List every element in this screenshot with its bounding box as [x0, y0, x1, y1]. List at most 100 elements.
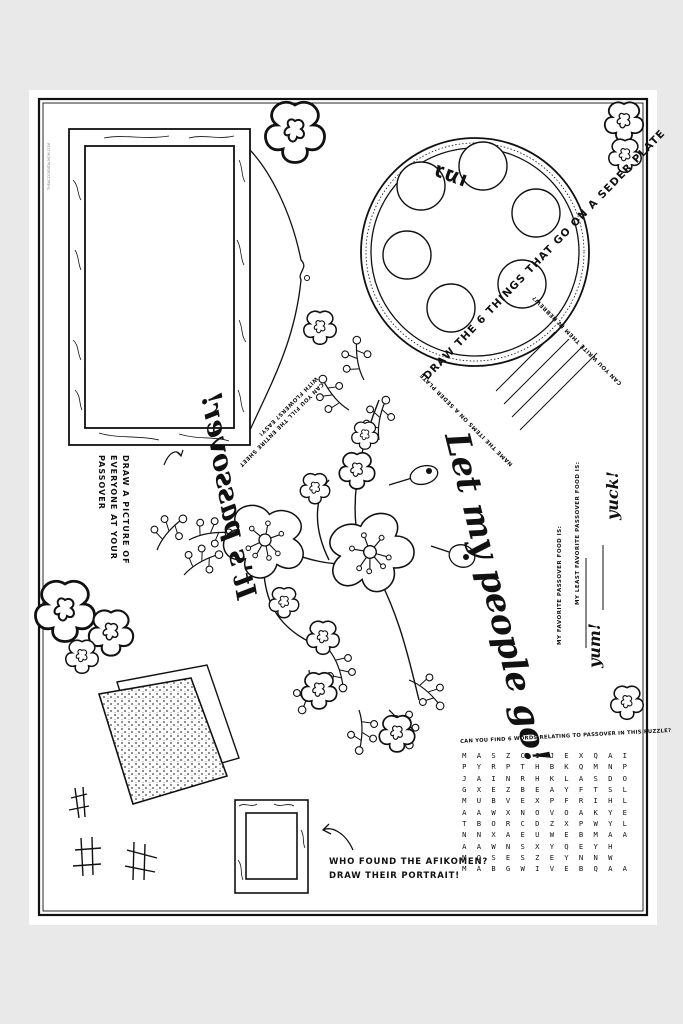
word-search-letter: Y — [564, 852, 569, 862]
favorite-food-label: MY FAVORITE PASSOVER FOOD IS: — [557, 525, 563, 645]
word-search-letter: T — [462, 818, 467, 828]
word-search-letter: F — [578, 785, 584, 795]
flower-mid — [303, 310, 337, 346]
word-search-letter: I — [491, 773, 496, 783]
word-search-letter: W — [593, 818, 598, 828]
word-search-letter: N — [608, 762, 613, 772]
word-search-letter: A — [549, 785, 555, 795]
word-search-letter: S — [520, 841, 525, 851]
word-search-letter: A — [608, 830, 613, 840]
word-search-letter: P — [578, 818, 584, 828]
word-search-letter: C — [520, 818, 525, 828]
word-search-letter: A — [578, 807, 584, 817]
word-search-letter: B — [520, 785, 525, 795]
word-search-letter: A — [476, 773, 482, 783]
word-search-letter: Z — [505, 785, 511, 795]
word-search-letter: G — [505, 864, 511, 874]
word-search-letter: B — [578, 864, 584, 874]
word-search-letter: Y — [608, 807, 613, 817]
word-search-letter: H — [535, 762, 540, 772]
word-search-letter: B — [578, 830, 584, 840]
word-search-letter: N — [520, 807, 525, 817]
word-search-letter: A — [476, 841, 482, 851]
word-search-letter: B — [476, 818, 482, 828]
word-search-letter: F — [564, 796, 569, 806]
word-search-letter: O — [491, 818, 496, 828]
word-search-letter: S — [593, 773, 598, 783]
word-search-letter: Q — [564, 841, 569, 851]
word-search-letter: Q — [593, 751, 598, 761]
flower-top — [264, 100, 326, 164]
word-search-letter: W — [608, 852, 613, 862]
passover-placemat: DRAW THE 6 THINGS THAT GO ON A SEDER PLA… — [29, 90, 672, 925]
least-favorite-food-label: MY LEAST FAVORITE PASSOVER FOOD IS: — [575, 461, 581, 605]
word-search-letter: T — [593, 785, 598, 795]
word-search-letter: Y — [549, 841, 555, 851]
word-search-letter: D — [535, 818, 540, 828]
word-search-letter: E — [564, 751, 569, 761]
flower-left-2 — [87, 609, 135, 657]
word-search-letter: J — [462, 773, 467, 783]
word-search-letter: E — [578, 841, 584, 851]
word-search-letter: Z — [505, 751, 511, 761]
word-search-letter: E — [520, 796, 525, 806]
afikomen-portrait-frame — [234, 799, 354, 894]
word-search-letter: D — [608, 773, 613, 783]
word-search-letter: X — [491, 830, 496, 840]
word-search-letter: V — [549, 807, 555, 817]
flower-left — [34, 579, 96, 643]
word-search-letter: I — [535, 864, 540, 874]
hebrew-writing-lines — [495, 331, 598, 431]
word-search-letter: Z — [535, 852, 540, 862]
word-search-letter: S — [520, 852, 525, 862]
word-search-letter: M — [462, 751, 467, 761]
word-search-letter: E — [622, 807, 627, 817]
word-search-letter: R — [491, 762, 496, 772]
word-search-letter: K — [564, 762, 569, 772]
word-search-letter: S — [491, 852, 496, 862]
word-search-letter: U — [476, 796, 482, 806]
word-search-letter: N — [505, 773, 511, 783]
word-search-letter: B — [549, 762, 555, 772]
word-search-letter: Y — [608, 818, 613, 828]
word-search-letter: P — [462, 762, 467, 772]
flower-right — [610, 685, 644, 721]
word-search-letter: L — [622, 796, 627, 806]
word-search-letter: A — [476, 864, 482, 874]
word-search-letter: Y — [564, 785, 569, 795]
word-search-letter: E — [505, 852, 511, 862]
word-search-letter: A — [476, 807, 482, 817]
word-search-letter: L — [622, 818, 627, 828]
word-search-letter: N — [505, 841, 511, 851]
word-search-letter: E — [491, 785, 496, 795]
family-picture-caption: DRAW A PICTURE OF EVERYONE AT YOUR PASSO… — [95, 455, 131, 565]
word-search-letter: B — [491, 864, 496, 874]
word-search-letter: E — [535, 785, 540, 795]
word-search-letter: E — [520, 830, 525, 840]
matzah-illustration — [97, 664, 240, 805]
word-search-letter: X — [564, 818, 569, 828]
caption-line-2: EVERYONE AT YOUR — [109, 455, 118, 560]
family-picture-frame — [68, 128, 310, 466]
word-search-letter: S — [608, 785, 613, 795]
word-search-letter: N — [476, 830, 482, 840]
word-search-letter: E — [564, 864, 569, 874]
word-search-letter: P — [549, 796, 555, 806]
word-search-letter: O — [476, 852, 482, 862]
word-search-letter: V — [505, 796, 511, 806]
word-search-letter: O — [622, 773, 627, 783]
word-search-letter: X — [505, 807, 511, 817]
word-search-letter: M — [462, 852, 467, 862]
word-search-letter: O — [564, 807, 569, 817]
caption-line-3: PASSOVER — [97, 455, 106, 510]
word-search-letter: M — [593, 830, 598, 840]
yuck-text: yuck! — [603, 471, 622, 520]
afikomen-prompt: WHO FOUND THE AFIKOMEN? DRAW THEIR PORTR… — [329, 855, 488, 883]
